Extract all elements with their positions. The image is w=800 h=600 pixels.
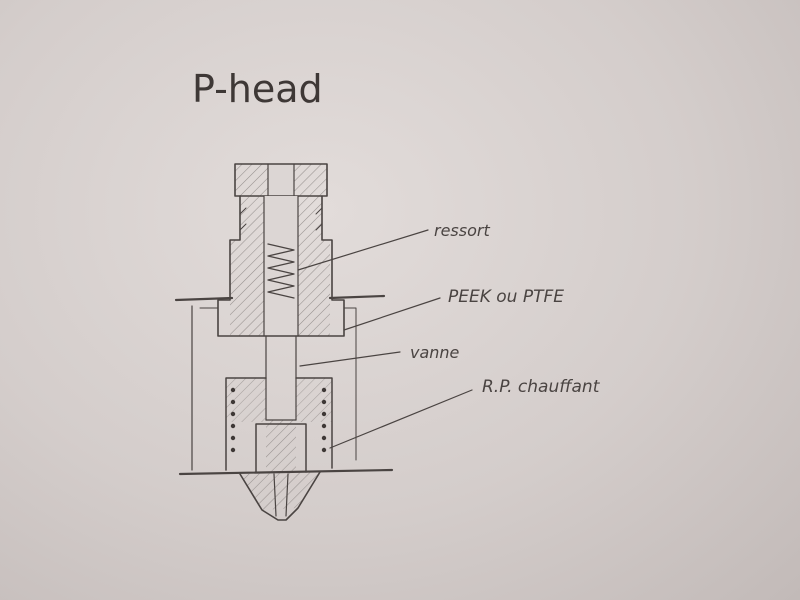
label-insulator: PEEK ou PTFE — [448, 287, 564, 307]
insulator-leader — [343, 297, 441, 331]
valve-leader — [299, 351, 401, 367]
label-valve: vanne — [410, 343, 460, 362]
bottom-plate — [178, 468, 394, 476]
nozzle — [239, 471, 321, 521]
heater-leader — [329, 389, 473, 449]
top-nut — [234, 163, 328, 197]
label-heater: R.P. chauffant — [482, 377, 601, 397]
mount-plate — [174, 294, 386, 471]
diagram-title: P-head — [192, 67, 323, 111]
spring — [267, 243, 295, 299]
label-spring: ressort — [434, 221, 490, 240]
valve-needle — [255, 419, 307, 473]
upper-body — [217, 195, 345, 337]
heating-coil — [230, 387, 327, 453]
spring-leader — [297, 229, 429, 271]
ptfe-liner — [265, 335, 297, 421]
